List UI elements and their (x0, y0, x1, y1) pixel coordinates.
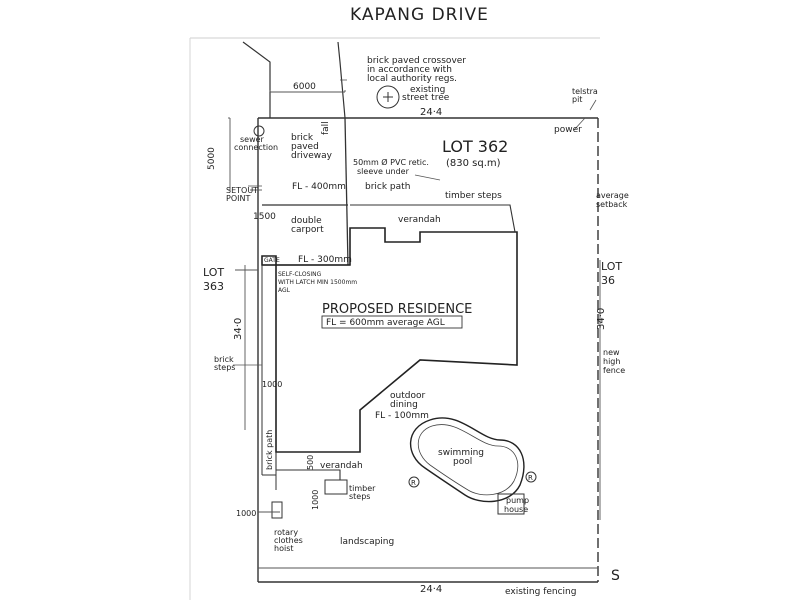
residence-fl: FL = 600mm average AGL (326, 318, 445, 328)
fl-300-label: FL - 300mm (298, 255, 352, 265)
brick-path-side-label: brick path (265, 430, 274, 470)
clothes-hoist-label-2: clothes (274, 536, 303, 545)
fall-label: fall (321, 121, 331, 135)
setout-label-2: POINT (226, 194, 250, 203)
power-label: power (554, 125, 582, 135)
lot-left-label-1: LOT (203, 266, 224, 279)
sewer-label-2: connection (234, 143, 278, 152)
clothes-hoist-label-3: hoist (274, 544, 294, 553)
dim-24-bottom: 24·4 (420, 584, 442, 595)
dim-500: 500 (306, 455, 315, 470)
residence-title: PROPOSED RESIDENCE (322, 302, 472, 317)
pool-marker-right (525, 471, 537, 483)
clothes-hoist-label-1: rotary (274, 528, 298, 537)
crossover-label-1: brick paved crossover (367, 56, 466, 66)
leader-lines (233, 79, 597, 366)
lot-area-label: (830 sq.m) (446, 158, 501, 169)
verandah-bottom-outline (275, 452, 341, 480)
landscaping-label: landscaping (340, 537, 394, 547)
clothes-hoist-icon (271, 501, 283, 519)
pump-house-label-1: pump (506, 496, 529, 505)
telstra-label-1: telstra (572, 87, 598, 96)
new-fence-label-3: fence (603, 366, 625, 375)
crossover-label-3: local authority regs. (367, 74, 457, 84)
gate-label-3: WITH LATCH MIN 1500mm (278, 279, 357, 286)
residence-outline (261, 227, 518, 453)
sewer-label-1: sewer (240, 135, 265, 144)
new-fence-label-1: new (603, 348, 620, 357)
dim-1000-bottom: 1000 (236, 509, 256, 518)
dim-34-left: 34·0 (233, 318, 244, 340)
setback-label-1: average (596, 191, 629, 200)
verandah-top-label: verandah (398, 215, 441, 225)
existing-tree-icon (376, 85, 400, 109)
dim-1000-steps: 1000 (311, 490, 320, 510)
verandah-bottom-label: verandah (320, 461, 363, 471)
verandah-top-outline (350, 204, 516, 233)
dim-5000: 5000 (207, 147, 217, 170)
tree-label-1: existing (410, 85, 445, 95)
outdoor-dining-label-2: dining (390, 400, 418, 410)
crossover (242, 41, 346, 119)
pvc-label-1: 50mm Ø PVC retic. (353, 157, 429, 167)
swimming-pool (409, 417, 525, 503)
new-fence-label-2: high (603, 357, 620, 366)
pool-label-1: swimming (438, 448, 484, 458)
driveway-label-3: driveway (291, 151, 333, 161)
telstra-label-2: pit (572, 95, 582, 104)
gate-label-2: SELF-CLOSING (278, 271, 322, 278)
pump-house-label-2: house (504, 505, 528, 514)
fl-100-label: FL - 100mm (375, 411, 429, 421)
timber-steps-bottom-label-1: timber (349, 484, 376, 493)
lot-boundary (257, 117, 599, 583)
corner-s-label: S (611, 568, 620, 584)
pool-marker-right-label: R (528, 474, 533, 482)
brick-path-top-label: brick path (365, 182, 410, 192)
outdoor-dining-label-1: outdoor (390, 391, 425, 401)
brick-steps-label-2: steps (214, 363, 235, 372)
lot-right-label-1: LOT (601, 260, 622, 273)
dim-34-right: 34·0 (596, 308, 607, 330)
setout-label-1: SETOUT (226, 186, 258, 195)
brick-steps-label-1: brick (214, 355, 234, 364)
pvc-label-2: sleeve under (357, 167, 410, 176)
lot-right-label-2: 36 (601, 274, 615, 287)
dimension-lines (228, 90, 601, 569)
sewer-connection-icon (253, 125, 265, 137)
crossover-label-2: in accordance with (367, 65, 452, 75)
timber-steps-bottom-label-2: steps (349, 492, 370, 501)
carport-label-2: carport (291, 225, 324, 235)
pool-marker-left (408, 476, 420, 488)
lot-main-label: LOT 362 (442, 137, 508, 156)
dim-1500: 1500 (253, 212, 276, 222)
lot-left-label-2: 363 (203, 280, 224, 293)
street-name: KAPANG DRIVE (350, 5, 489, 25)
timber-steps-top-label: timber steps (445, 191, 502, 201)
setback-label-2: setback (596, 200, 628, 209)
dim-24-top: 24·4 (420, 107, 442, 118)
gate-label-4: AGL (278, 287, 291, 294)
fl-400-label: FL - 400mm (292, 182, 346, 192)
residence-fl-box (321, 315, 463, 329)
existing-fencing-label: existing fencing (505, 587, 576, 597)
pool-label-2: pool (453, 457, 472, 467)
driveway-label-1: brick (291, 133, 314, 143)
tree-label-2: street tree (402, 93, 450, 103)
driveway-label-2: paved (291, 142, 319, 152)
pump-house-rect (497, 493, 525, 515)
dim-1000-path: 1000 (262, 380, 282, 389)
pool-marker-left-label: R (411, 479, 416, 487)
dim-6000: 6000 (293, 82, 316, 92)
swimming-pool-inner (417, 424, 519, 496)
carport-label-1: double (291, 216, 322, 226)
gate-label-1: GATE (264, 257, 280, 264)
timber-steps-bottom-rect (324, 479, 348, 495)
